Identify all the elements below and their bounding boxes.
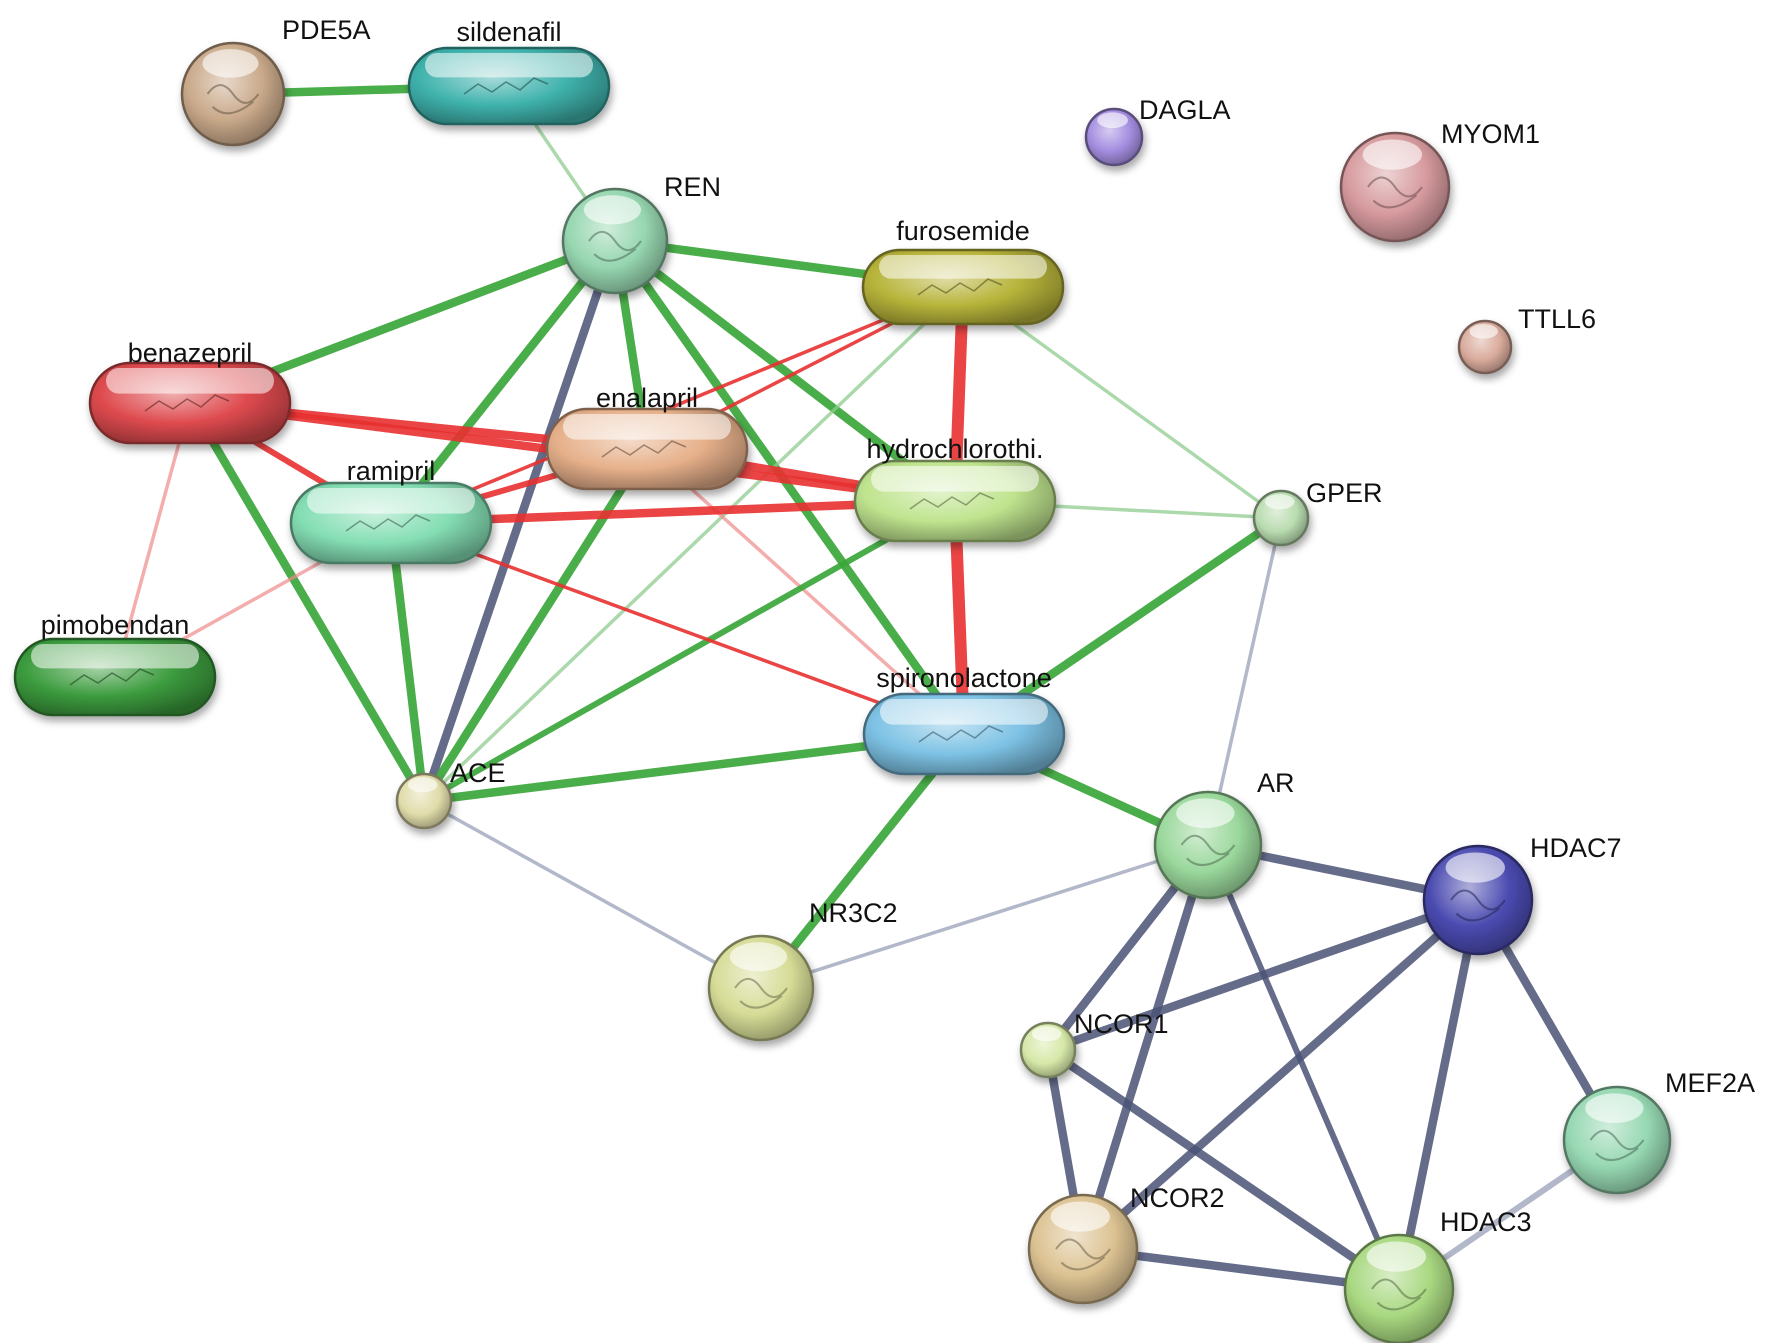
edge-furosemide-ace <box>422 285 965 803</box>
node-label-pimobendan: pimobendan <box>41 610 190 640</box>
node-enalapril[interactable]: enalapril <box>545 383 749 491</box>
node-nr3c2[interactable]: NR3C2 <box>707 898 898 1042</box>
node-label-furosemide: furosemide <box>896 216 1030 246</box>
node-myom1[interactable]: MYOM1 <box>1339 119 1540 243</box>
edge-ace-nr3c2 <box>422 799 763 990</box>
edge-hydrochlorothi-ace <box>421 498 958 804</box>
node-label-ace: ACE <box>450 758 506 788</box>
node-label-sildenafil: sildenafil <box>456 17 561 47</box>
edge-furosemide-gper <box>961 285 1283 520</box>
node-sildenafil[interactable]: sildenafil <box>407 17 611 126</box>
node-ncor2[interactable]: NCOR2 <box>1027 1183 1225 1305</box>
node-ar[interactable]: AR <box>1153 768 1295 900</box>
node-label-ncor1: NCOR1 <box>1074 1009 1169 1039</box>
node-label-dagla: DAGLA <box>1139 95 1231 125</box>
edge-layer <box>113 81 1622 1294</box>
node-label-enalapril: enalapril <box>596 383 698 413</box>
node-label-ren: REN <box>664 172 721 202</box>
node-label-nr3c2: NR3C2 <box>809 898 898 928</box>
edge-ncor1-hdac3 <box>1043 1045 1404 1294</box>
edge-ar-ncor2 <box>1078 840 1213 1254</box>
edge-ramipril-ace <box>386 518 429 806</box>
edge-ar-hdac3 <box>1205 842 1402 1292</box>
node-label-ar: AR <box>1257 768 1295 798</box>
edge-hdac7-ncor2 <box>1078 895 1483 1254</box>
node-ren[interactable]: REN <box>561 172 721 295</box>
node-ace[interactable]: ACE <box>395 758 506 830</box>
node-label-hydrochlorothi: hydrochlorothi. <box>866 434 1043 464</box>
edge-ramipril-spironolactone <box>389 521 966 736</box>
node-label-myom1: MYOM1 <box>1441 119 1540 149</box>
node-furosemide[interactable]: furosemide <box>861 216 1065 326</box>
node-ncor1[interactable]: NCOR1 <box>1019 1009 1169 1079</box>
node-label-hdac7: HDAC7 <box>1530 833 1622 863</box>
node-label-pde5a: PDE5A <box>282 15 371 45</box>
node-label-ttll6: TTLL6 <box>1518 304 1596 334</box>
node-pimobendan[interactable]: pimobendan <box>13 610 217 717</box>
node-hdac3[interactable]: HDAC3 <box>1343 1207 1532 1343</box>
node-ramipril[interactable]: ramipril <box>289 456 493 565</box>
edge-enalapril-ace <box>419 444 652 806</box>
node-label-ncor2: NCOR2 <box>1130 1183 1225 1213</box>
node-benazepril[interactable]: benazepril <box>88 338 292 445</box>
edge-benazepril-ace <box>185 398 429 806</box>
edge-gper-ar <box>1206 516 1283 847</box>
node-hydrochlorothi[interactable]: hydrochlorothi. <box>853 434 1057 543</box>
node-hdac7[interactable]: HDAC7 <box>1422 833 1622 956</box>
edge-furosemide-ramipril <box>389 285 965 525</box>
edge-ren-ramipril <box>386 236 620 528</box>
node-gper[interactable]: GPER <box>1252 478 1383 547</box>
node-label-mef2a: MEF2A <box>1665 1068 1755 1098</box>
node-mef2a[interactable]: MEF2A <box>1562 1068 1755 1195</box>
node-label-spironolactone: spironolactone <box>876 663 1052 693</box>
node-label-gper: GPER <box>1306 478 1383 508</box>
node-label-hdac3: HDAC3 <box>1440 1207 1532 1237</box>
node-ttll6[interactable]: TTLL6 <box>1457 304 1596 375</box>
node-label-benazepril: benazepril <box>128 338 253 368</box>
edge-hdac7-ncor1 <box>1043 895 1483 1055</box>
node-pde5a[interactable]: PDE5A <box>180 15 371 147</box>
edge-spironolactone-nr3c2 <box>756 729 969 993</box>
edge-nr3c2-ar <box>759 843 1210 990</box>
node-label-ramipril: ramipril <box>347 456 436 486</box>
edge-ren-hydrochlorothi <box>610 236 960 506</box>
edge-benazepril-pimobendan <box>113 401 192 679</box>
node-spironolactone[interactable]: spironolactone <box>862 663 1066 776</box>
edge-ren-spironolactone <box>610 236 969 739</box>
edge-hdac7-hdac3 <box>1394 895 1483 1294</box>
node-dagla[interactable]: DAGLA <box>1084 95 1231 167</box>
edge-enalapril-spironolactone <box>645 447 966 736</box>
